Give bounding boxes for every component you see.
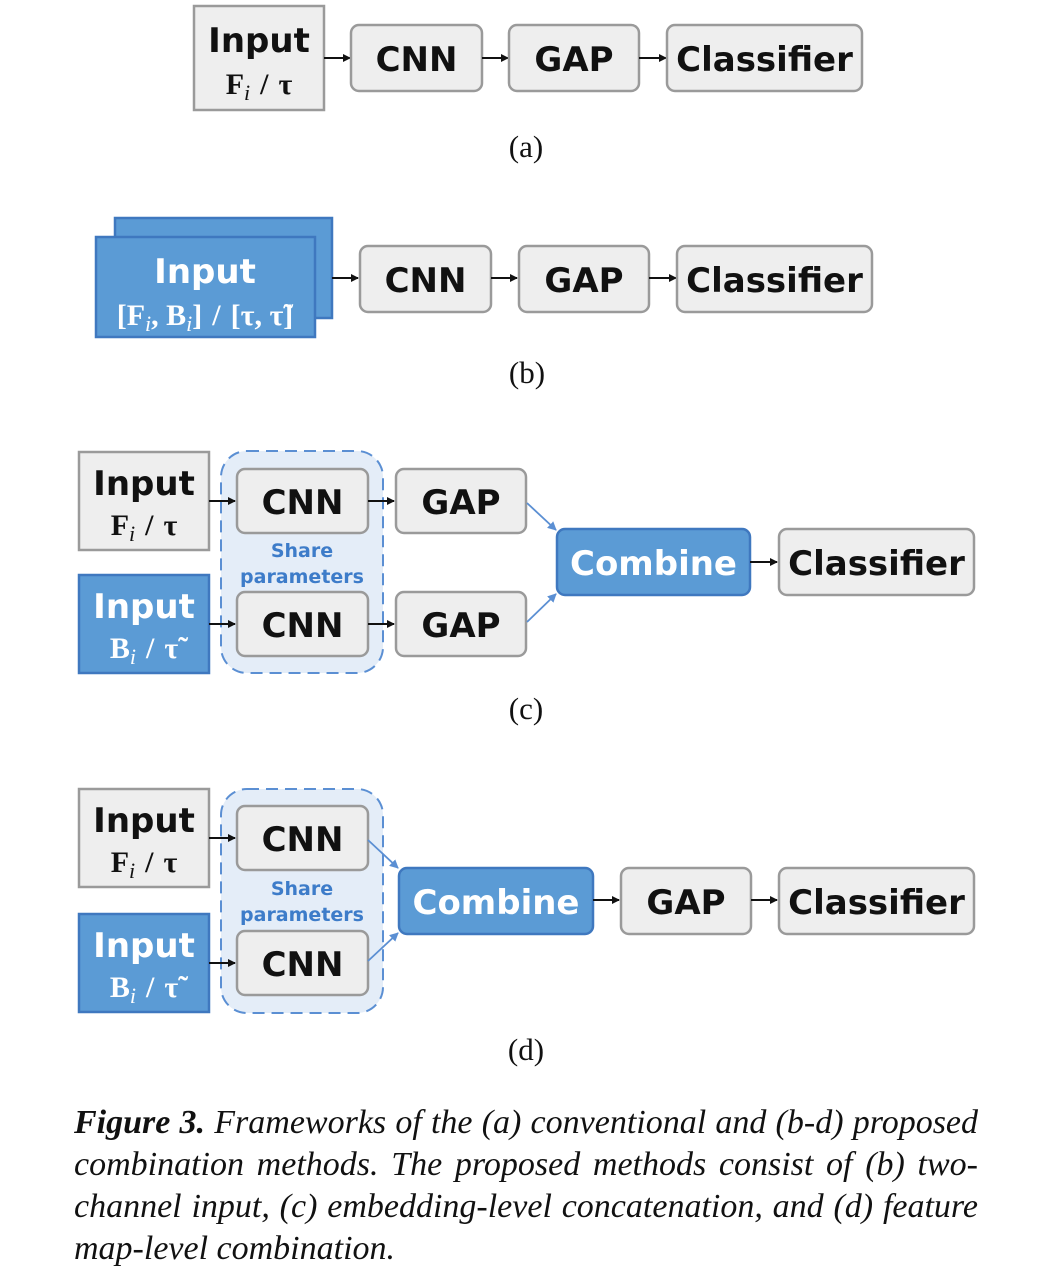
caption-text: Frameworks of the (a) conventional and (… [74, 1104, 979, 1267]
classifier-box: Classifier [777, 866, 976, 936]
cnn-box-bottom: CNN [235, 590, 370, 658]
cnn-box: CNN [358, 244, 493, 314]
gap-box-top: GAP [394, 467, 528, 535]
input-box-stacked: Input [Fi, Bi]/[τ, τ̃] [94, 216, 334, 339]
combine-label: Combine [413, 883, 580, 923]
input-label: Input [93, 587, 195, 627]
combine-label: Combine [570, 544, 737, 584]
panel-d: Input Fi/τ Input Bi/τ̃ CNN CNN Share par… [77, 787, 976, 1067]
classifier-label: Classifier [686, 261, 863, 301]
share-label-line2: parameters [240, 566, 364, 588]
cnn-box-top: CNN [235, 804, 370, 872]
cnn-box: CNN [349, 23, 484, 93]
cnn-label: CNN [262, 483, 344, 523]
classifier-label: Classifier [676, 40, 853, 80]
gap-box: GAP [517, 244, 651, 314]
input-box-fi: Input Fi/τ [192, 4, 326, 112]
gap-label: GAP [646, 883, 725, 923]
input-box-bi: Input Bi/τ̃ [77, 573, 211, 675]
cnn-label: CNN [262, 945, 344, 985]
combine-box: Combine [397, 866, 595, 936]
cnn-box-top: CNN [235, 467, 370, 535]
gap-box: GAP [619, 866, 753, 936]
caption-label: Figure 3. [74, 1104, 206, 1141]
share-label-line2: parameters [240, 904, 364, 926]
gap-box-bottom: GAP [394, 590, 528, 658]
panel-label-c: (c) [509, 691, 543, 726]
cnn-label: CNN [262, 820, 344, 860]
input-label: Input [93, 926, 195, 966]
arrow [367, 932, 399, 962]
gap-label: GAP [421, 606, 500, 646]
arrow [526, 593, 557, 623]
figure-caption: Figure 3. Frameworks of the (a) conventi… [74, 1102, 978, 1270]
input-formula: [Fi, Bi]/[τ, τ̃] [117, 299, 294, 336]
gap-label: GAP [534, 40, 613, 80]
input-formula: Fi/τ [111, 846, 178, 883]
cnn-label: CNN [385, 261, 467, 301]
classifier-box: Classifier [777, 527, 976, 597]
classifier-box: Classifier [665, 23, 864, 93]
combine-box: Combine [555, 527, 752, 597]
input-box-fi: Input Fi/τ [77, 787, 211, 889]
panel-a: Input Fi/τ CNN GAP Classifier (a) [192, 4, 864, 164]
input-formula: Bi/τ̃ [110, 632, 188, 669]
classifier-box: Classifier [675, 244, 874, 314]
input-label: Input [208, 21, 310, 61]
framework-diagram: Input Fi/τ CNN GAP Classifier (a) Input [77, 4, 976, 1067]
input-box-bi: Input Bi/τ̃ [77, 912, 211, 1014]
arrow [526, 502, 557, 531]
classifier-label: Classifier [788, 883, 965, 923]
share-label-line1: Share [271, 540, 333, 562]
input-formula: Bi/τ̃ [110, 971, 188, 1008]
panel-label-a: (a) [509, 129, 543, 164]
gap-box: GAP [507, 23, 641, 93]
input-formula: Fi/τ [226, 68, 293, 105]
input-box-fi: Input Fi/τ [77, 450, 211, 552]
cnn-label: CNN [376, 40, 458, 80]
classifier-label: Classifier [788, 544, 965, 584]
share-label-line1: Share [271, 878, 333, 900]
gap-label: GAP [421, 483, 500, 523]
panel-label-b: (b) [509, 355, 545, 390]
input-label: Input [93, 464, 195, 504]
input-label: Input [93, 801, 195, 841]
panel-label-d: (d) [508, 1032, 544, 1067]
cnn-box-bottom: CNN [235, 929, 370, 997]
arrow [367, 839, 399, 869]
input-label: Input [154, 252, 256, 292]
panel-c: Input Fi/τ Input Bi/τ̃ CNN CNN Share par… [77, 450, 976, 726]
gap-label: GAP [544, 261, 623, 301]
cnn-label: CNN [262, 606, 344, 646]
panel-b: Input [Fi, Bi]/[τ, τ̃] CNN GAP Classifie… [94, 216, 874, 390]
input-formula: Fi/τ [111, 509, 178, 546]
